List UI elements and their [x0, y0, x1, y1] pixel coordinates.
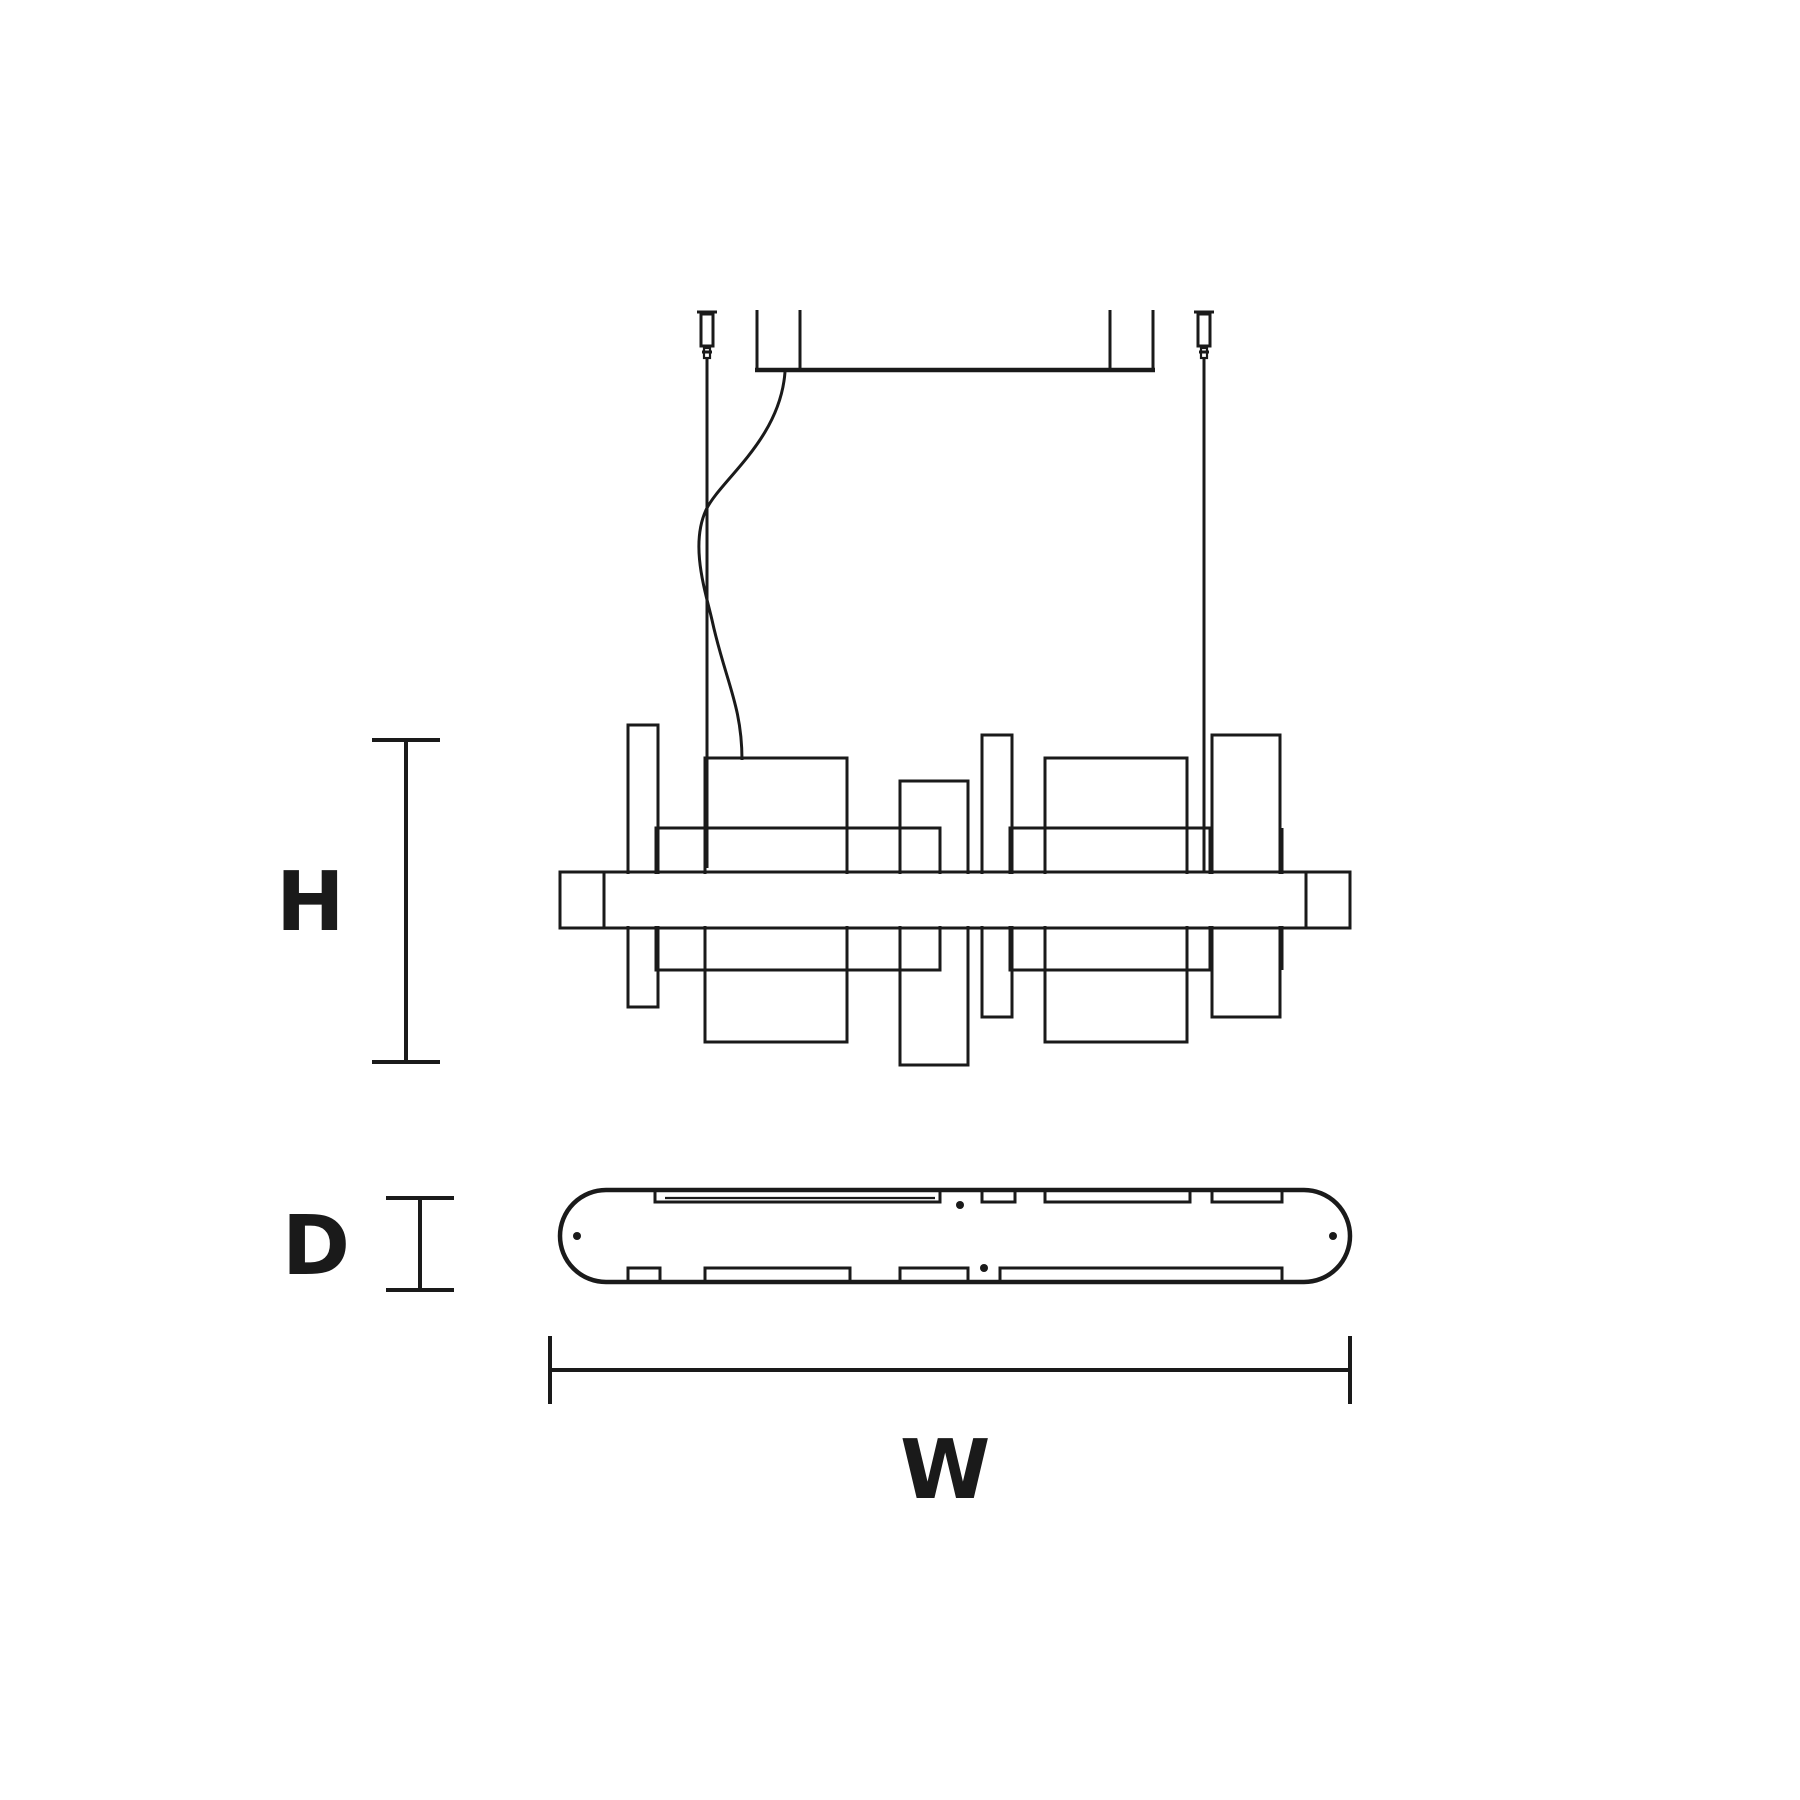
width-label: W: [900, 1423, 991, 1518]
right-cable-clamp: [1194, 310, 1214, 360]
lamp-top-view: [557, 1187, 1353, 1285]
left-cable-clamp: [697, 310, 717, 360]
power-cord: [697, 371, 787, 761]
ceiling-canopy: [755, 310, 1155, 373]
depth-dimension-line: [386, 1196, 454, 1292]
height-dimension-line: [372, 738, 440, 1064]
height-label: H: [276, 855, 345, 950]
lamp-front-view: [558, 723, 1352, 1067]
depth-label: D: [282, 1199, 351, 1294]
width-dimension-line: [548, 1336, 1352, 1404]
